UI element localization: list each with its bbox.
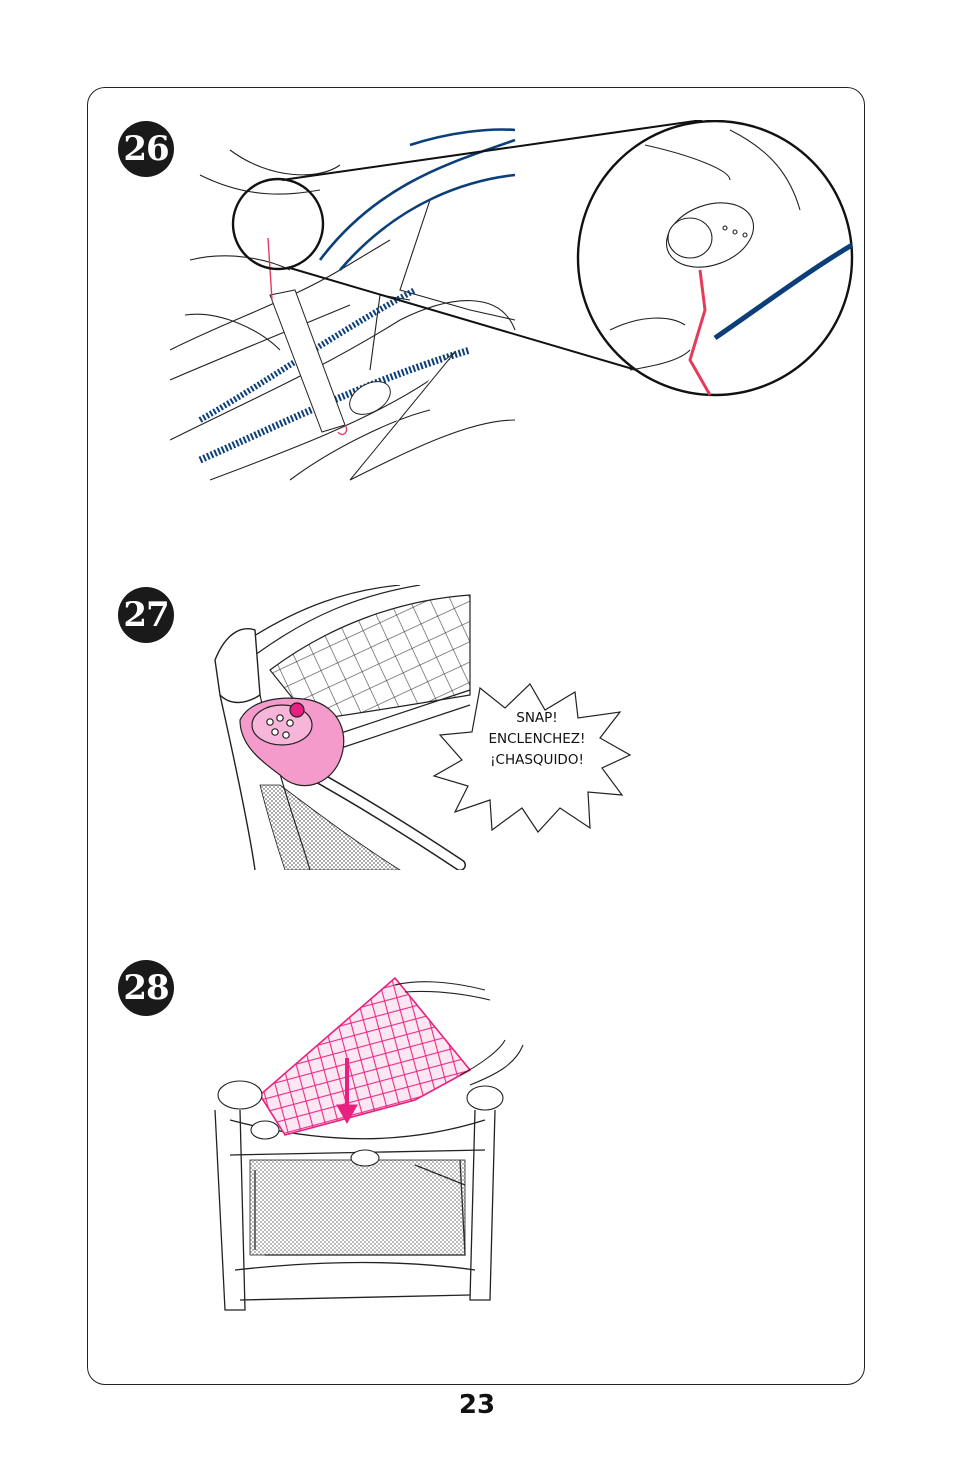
- side-mesh: [260, 785, 400, 870]
- step-number: 26: [123, 129, 168, 169]
- step-27-badge: 27: [118, 587, 174, 643]
- pull-tab: [268, 238, 347, 434]
- step-28-illustration: [205, 970, 525, 1325]
- callout-line: ENCLENCHEZ!: [452, 729, 622, 750]
- step-number: 27: [123, 595, 168, 635]
- step-number: 28: [123, 968, 168, 1008]
- snap-callout-text: SNAP! ENCLENCHEZ! ¡CHASQUIDO!: [452, 708, 622, 771]
- step-28-badge: 28: [118, 960, 174, 1016]
- toy-unit-pink: [240, 698, 344, 785]
- corner-post: [215, 629, 260, 703]
- side-mesh-panel: [250, 1160, 465, 1255]
- callout-line: ¡CHASQUIDO!: [452, 750, 622, 771]
- page-number: 23: [0, 1390, 954, 1420]
- step-26-badge: 26: [118, 121, 174, 177]
- callout-line: SNAP!: [452, 708, 622, 729]
- step-26-illustration: [170, 120, 860, 485]
- toy-unit-small: [344, 352, 455, 480]
- zoom-source-circle: [233, 179, 323, 269]
- playard-corner-scene: [170, 150, 515, 480]
